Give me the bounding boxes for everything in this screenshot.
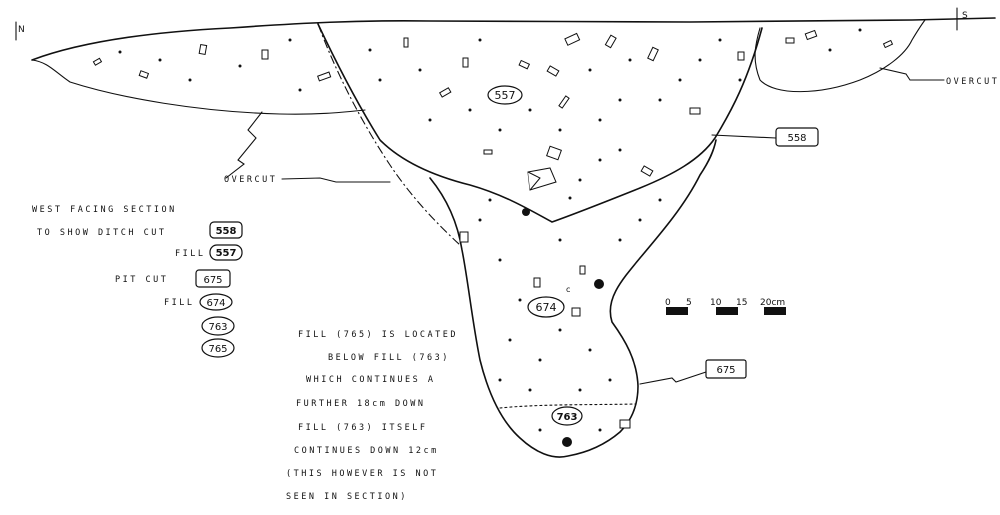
legend-pit-fill: FILL [164, 298, 194, 308]
overcut-east-line [754, 19, 926, 93]
legend-pit-fill-763: 763 [208, 322, 227, 333]
context-674: 674 c [527, 285, 570, 318]
overcut-west-label: OVERCUT [224, 175, 277, 185]
context-557: 557 [487, 85, 523, 105]
note-line-7: (THIS HOWEVER IS NOT [286, 469, 438, 479]
context-558-callout: 558 [711, 127, 819, 147]
legend-pit-fill-765: 765 [208, 344, 227, 355]
context-674-label: 674 [536, 301, 557, 314]
legend-ditch-cut: TO SHOW DITCH CUT [37, 228, 167, 238]
north-marker: N [15, 21, 25, 41]
context-763-label: 763 [557, 412, 578, 423]
context-675-callout: 675 [639, 359, 747, 385]
context-558-callout-label: 558 [787, 133, 806, 144]
note-line-1: FILL (765) IS LOCATED [298, 330, 458, 340]
scale-bar: 0 5 10 15 20cm [665, 298, 786, 315]
pit-cut-675-edge [429, 139, 717, 458]
fill-763-boundary [499, 403, 637, 409]
scale-tick-20: 20cm [760, 298, 785, 308]
legend-pit-fill-674: 674 [206, 298, 225, 309]
note-line-6: CONTINUES DOWN 12cm [294, 446, 439, 456]
note: FILL (765) IS LOCATED BELOW FILL (763) W… [286, 330, 458, 502]
legend: WEST FACING SECTION TO SHOW DITCH CUT 55… [32, 205, 243, 358]
legend-title: WEST FACING SECTION [32, 205, 177, 215]
south-marker-label: S [962, 11, 968, 21]
overcut-west-annotation: OVERCUT [224, 111, 391, 185]
note-line-3: WHICH CONTINUES A [306, 375, 436, 385]
context-763: 763 [551, 406, 583, 426]
pit-cut-675-west-dashed [317, 23, 461, 246]
context-675-callout-label: 675 [716, 365, 735, 376]
note-line-2: BELOW FILL (763) [328, 353, 450, 363]
legend-pit-cut-number: 675 [203, 275, 222, 286]
scale-tick-5: 5 [686, 298, 692, 308]
overcut-east-annotation: OVERCUT [879, 67, 999, 87]
ditch-cut-558-edge [317, 23, 763, 223]
scale-tick-15: 15 [736, 298, 747, 308]
note-line-4: FURTHER 18cm DOWN [296, 399, 426, 409]
legend-pit-cut: PIT CUT [115, 275, 168, 285]
context-557-label: 557 [495, 89, 516, 102]
legend-ditch-fill: FILL [175, 249, 205, 259]
overcut-east-label: OVERCUT [946, 77, 999, 87]
note-line-8: SEEN IN SECTION) [286, 492, 408, 502]
note-line-5: FILL (763) ITSELF [298, 423, 428, 433]
context-674-note: c [566, 285, 570, 294]
scale-tick-0: 0 [665, 298, 671, 308]
inclusions [92, 28, 894, 447]
ground-surface-line [31, 17, 996, 61]
scale-tick-10: 10 [710, 298, 722, 308]
north-marker-label: N [18, 25, 25, 35]
legend-ditch-fill-number: 557 [216, 248, 237, 259]
overcut-west-line [31, 59, 366, 115]
legend-ditch-cut-number: 558 [216, 226, 237, 237]
